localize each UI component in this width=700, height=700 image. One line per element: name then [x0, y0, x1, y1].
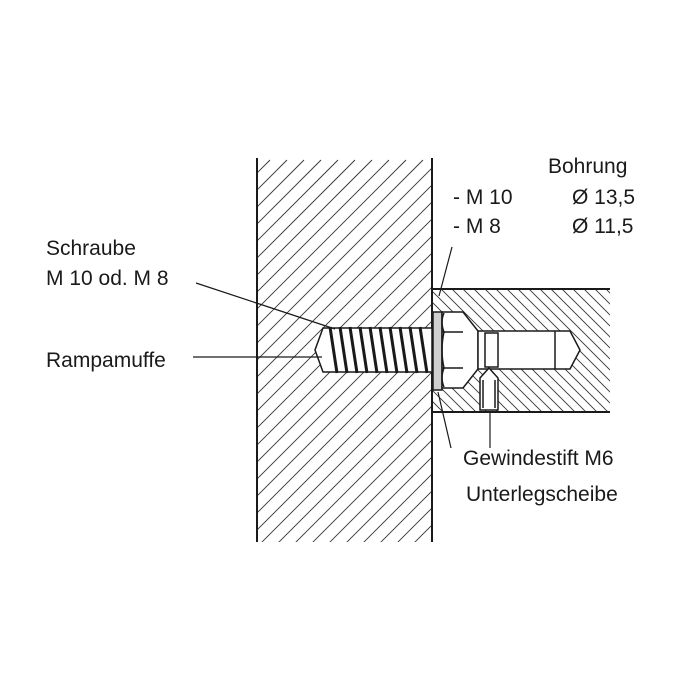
thread-line — [368, 326, 379, 374]
hatch-line — [686, 160, 700, 560]
hatch-line — [363, 473, 432, 542]
hatch-line — [261, 371, 432, 542]
rampamuffe-insert — [314, 326, 433, 374]
hatch-line — [685, 280, 700, 420]
hatch-line — [432, 378, 466, 412]
size-m10: - M 10 — [453, 186, 513, 209]
hatch-line — [528, 289, 610, 371]
hatch-line — [630, 280, 700, 420]
hatch-line — [257, 159, 407, 310]
hex-nut — [441, 311, 479, 389]
hatch-line — [550, 289, 610, 349]
hatch-line — [257, 159, 390, 293]
schraube-leader — [195, 282, 336, 330]
hatch-line — [594, 289, 610, 305]
hatch-line — [432, 356, 488, 412]
bohrung-header: Bohrung — [548, 155, 628, 178]
hatch-line — [257, 159, 356, 259]
hatch-line — [669, 160, 700, 560]
thread-line — [378, 326, 389, 374]
hatch-line — [432, 367, 477, 412]
hatch-line — [257, 159, 424, 327]
size-m8: - M 8 — [453, 215, 501, 238]
hatch-line — [312, 422, 432, 542]
hatch-line — [605, 289, 610, 294]
hatch-line — [380, 490, 432, 542]
hatch-line — [674, 280, 700, 420]
hatch-line — [696, 280, 700, 420]
hatch-line — [608, 280, 700, 420]
washer — [432, 311, 443, 391]
hatch-line — [257, 159, 373, 276]
bore-leader — [438, 246, 453, 297]
hatch-line — [652, 160, 700, 560]
thread-line — [418, 326, 429, 374]
unterlegscheibe-label: Unterlegscheibe — [466, 483, 618, 506]
gewindestift-label: Gewindestift M6 — [463, 447, 614, 470]
rampamuffe-label: Rampamuffe — [46, 349, 166, 372]
hatch-line — [583, 289, 610, 316]
hatch-line — [278, 388, 432, 542]
hatch-line — [257, 167, 432, 344]
thread-line — [398, 326, 409, 374]
hatch-line — [652, 280, 700, 420]
set-screw — [479, 366, 499, 411]
hatch-line — [257, 184, 432, 361]
hatch-line — [346, 456, 432, 542]
hatch-line — [257, 159, 339, 242]
thread-line — [388, 326, 399, 374]
thread-line — [328, 326, 339, 374]
hatch-line — [619, 280, 700, 420]
unterlegscheibe-leader — [437, 391, 452, 449]
hatch-line — [257, 235, 432, 412]
hatch-line — [663, 280, 700, 420]
thread-line — [358, 326, 369, 374]
hatch-line — [539, 289, 610, 360]
schraube-size-label: M 10 od. M 8 — [46, 267, 169, 290]
thread-line — [338, 326, 349, 374]
hatch-line — [572, 289, 610, 327]
hatch-line — [635, 160, 700, 560]
schraube-label: Schraube — [46, 237, 136, 260]
bore-m8: Ø 11,5 — [572, 215, 634, 238]
hatch-line — [561, 289, 610, 338]
hatch-line — [257, 218, 432, 395]
thread-line — [348, 326, 359, 374]
thread-line — [408, 326, 419, 374]
hatch-line — [257, 201, 432, 378]
bore-m10: Ø 13,5 — [572, 186, 636, 209]
hatch-line — [295, 405, 432, 542]
hatch-line — [329, 439, 432, 542]
bolt-shaft — [477, 330, 581, 370]
hatch-line — [641, 280, 700, 420]
